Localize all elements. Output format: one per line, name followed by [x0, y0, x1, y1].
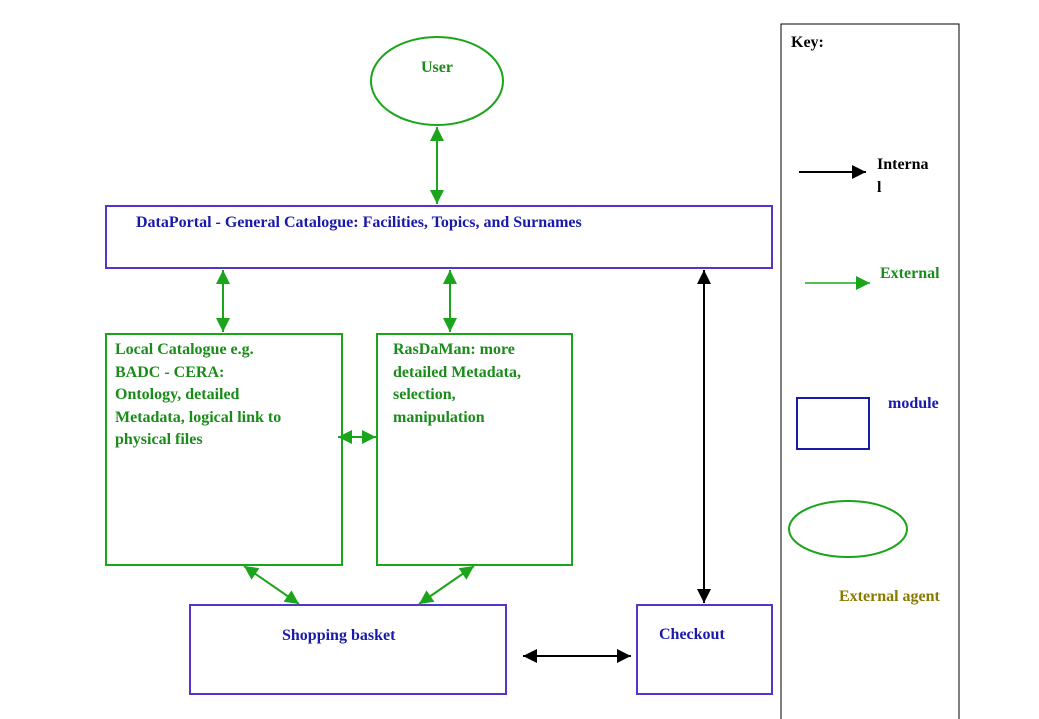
dataportal-node: [105, 205, 773, 269]
local-catalogue-label: Local Catalogue e.g. BADC - CERA: Ontolo…: [115, 341, 282, 448]
key-external-agent-label: External agent: [839, 588, 940, 605]
rasdaman-node: [376, 333, 573, 566]
key-panel: [780, 23, 960, 719]
checkout-label: Checkout: [659, 626, 725, 643]
local-basket-arrow: [243, 565, 300, 605]
dataportal-label: DataPortal - General Catalogue: Faciliti…: [136, 214, 582, 231]
checkout-node: [636, 604, 773, 695]
rasdaman-label: RasDaMan: more detailed Metadata, select…: [393, 341, 521, 426]
user-label: User: [421, 59, 453, 76]
shopping-basket-node: [189, 604, 507, 695]
local-catalogue-node: [105, 333, 343, 566]
rasdaman-basket-arrow: [418, 565, 475, 605]
key-title: Key:: [791, 34, 824, 51]
shopping-basket-label: Shopping basket: [282, 627, 396, 644]
key-module-label: module: [888, 395, 939, 412]
key-external-label: External: [880, 265, 940, 282]
key-internal-label: Interna l: [877, 156, 929, 196]
key-module-box: [796, 397, 870, 450]
user-node: [370, 36, 504, 126]
key-agent-ellipse: [788, 500, 908, 558]
